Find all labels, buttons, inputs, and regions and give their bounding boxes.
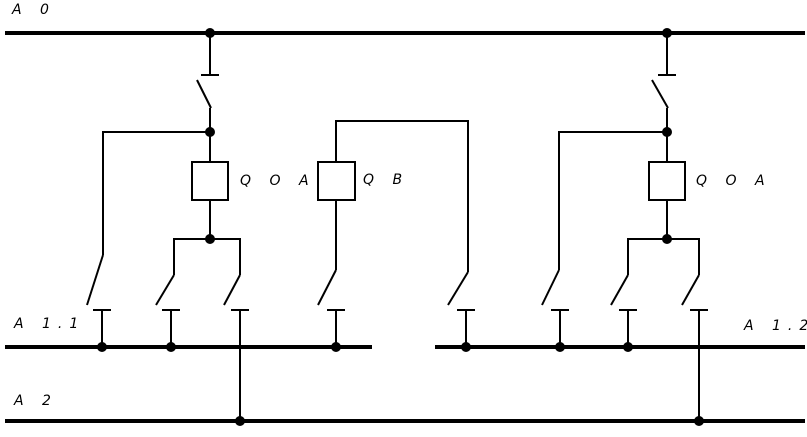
coupler-right-label: Q O A <box>696 173 772 189</box>
busbar-a12-label: A 1.2 <box>744 318 807 334</box>
busbar-a0-label: A 0 <box>12 2 56 18</box>
middle-coupler <box>317 120 475 347</box>
right-switches <box>541 269 708 421</box>
breaker-left <box>191 161 229 201</box>
junction-dots <box>97 28 704 426</box>
left-feeder <box>102 33 241 275</box>
disconnector-left-top <box>196 79 212 109</box>
breaker-middle <box>317 161 356 201</box>
coupler-left-label: Q O A <box>240 173 316 189</box>
left-switches <box>86 254 249 421</box>
coupler-middle-label: Q B <box>363 172 410 188</box>
breaker-right <box>648 161 686 201</box>
busbar-a11-label: A 1.1 <box>14 316 86 332</box>
busbar-a2-label: A 2 <box>14 393 58 409</box>
right-feeder <box>558 33 700 275</box>
